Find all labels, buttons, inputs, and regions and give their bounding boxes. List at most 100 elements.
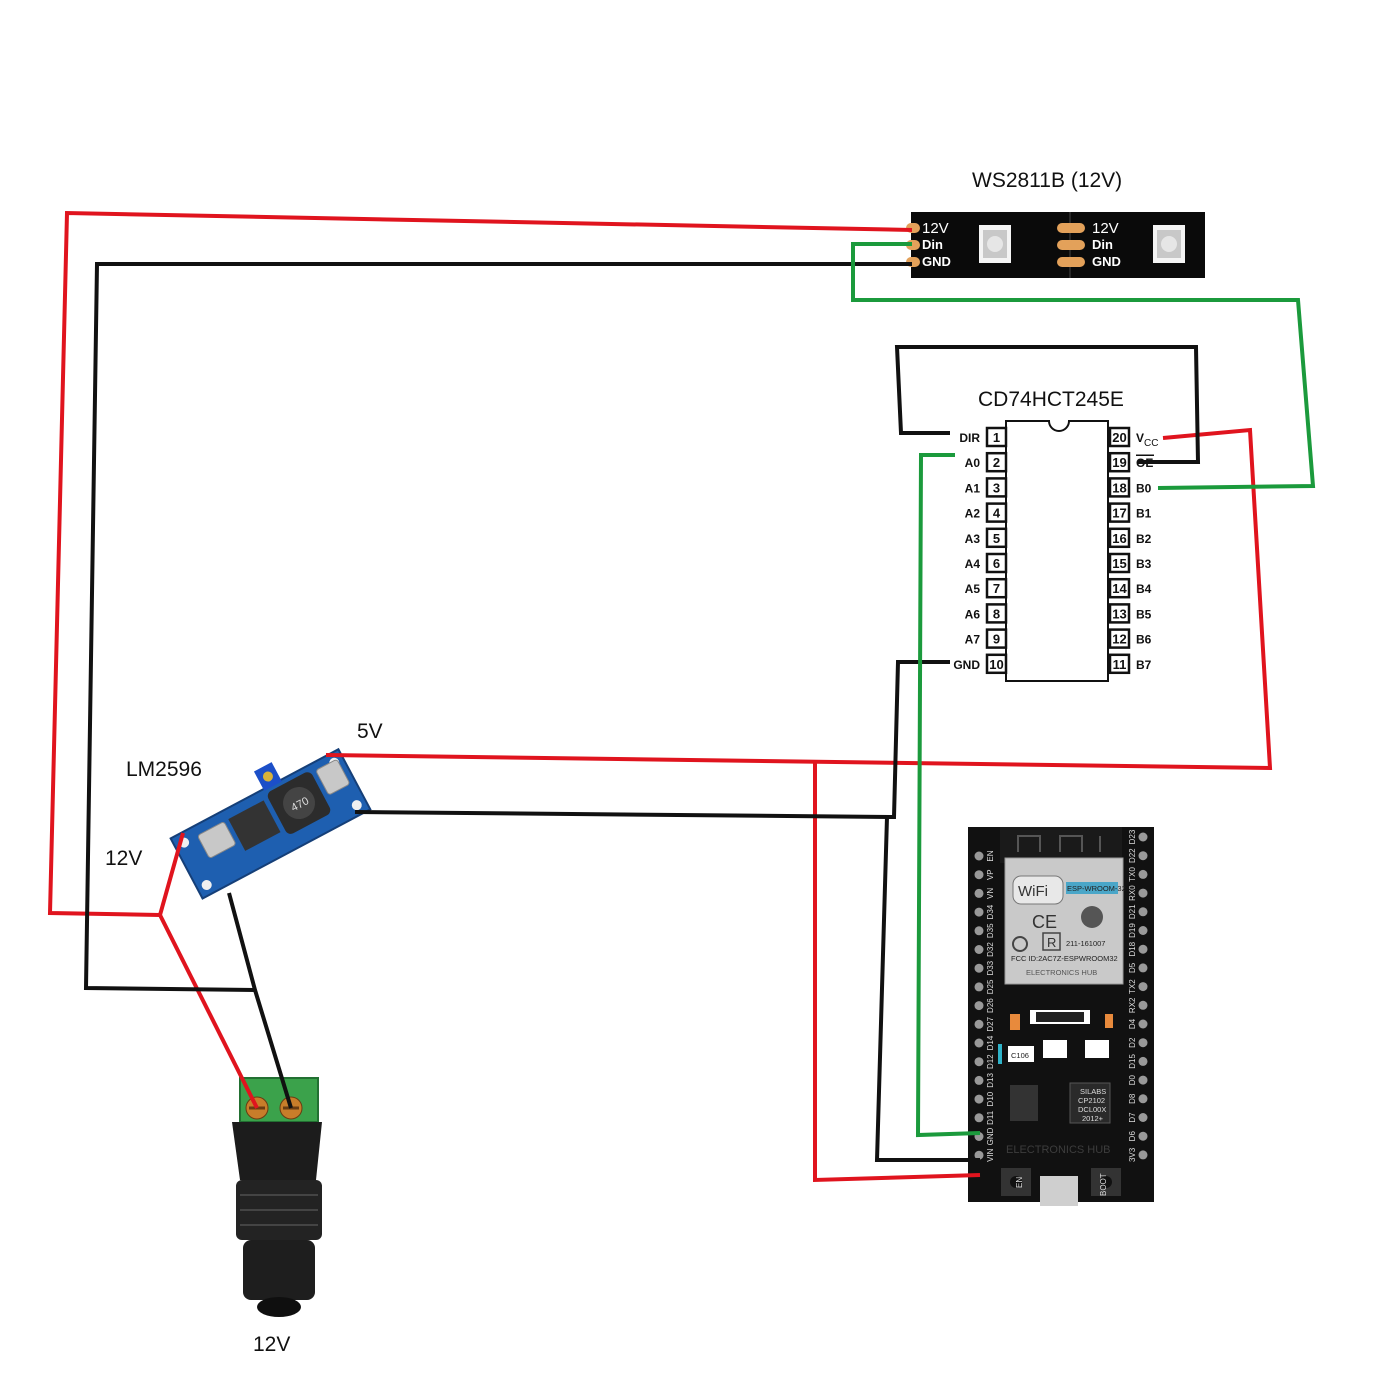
wire-12v-jack — [158, 914, 259, 1109]
ic-pin-name: B6 — [1136, 633, 1152, 647]
esp-pin-hole — [974, 870, 984, 880]
c106-label: C106 — [1011, 1051, 1029, 1060]
esp-pin-label: D13 — [986, 1073, 995, 1088]
ic-pin-box — [985, 603, 1008, 624]
ic-pin-number: 13 — [1112, 606, 1126, 621]
wire-12v-regulator — [158, 832, 185, 916]
chip-cp2102: CP2102 — [1078, 1096, 1105, 1105]
ic-pin-name: A3 — [965, 532, 981, 546]
esp-pin-hole — [974, 1113, 984, 1123]
ic-pin-box — [985, 628, 1008, 649]
esp-pin-label: D4 — [1128, 1018, 1137, 1029]
dc-jack: 12V — [232, 1077, 322, 1356]
wire-signal-a0 — [915, 453, 981, 1138]
esp-pin-label: GND — [986, 1127, 995, 1145]
esp-pin-hole — [1138, 832, 1148, 842]
esp-pin-hole — [1138, 1131, 1148, 1141]
wire-12v-strip — [47, 210, 913, 917]
ic-pin-name: A7 — [965, 633, 981, 647]
ic-title: CD74HCT245E — [978, 388, 1124, 411]
ic-pin-name: A6 — [965, 607, 981, 621]
esp-pin-label: D25 — [986, 979, 995, 994]
esp-pin-hole — [974, 1075, 984, 1085]
module-model: ESP-WROOM-32 — [1067, 884, 1126, 893]
ic-pin-box — [985, 426, 1008, 448]
ic-pin-box — [985, 653, 1008, 675]
esp-pin-hole — [1138, 963, 1148, 973]
ic-pin-name: DIR — [959, 431, 980, 445]
ic-pin-box — [985, 502, 1008, 523]
esp-pin-hole — [1138, 888, 1148, 898]
input-12v-label: 12V — [105, 847, 142, 870]
esp-pin-hole — [1138, 1000, 1148, 1010]
wires — [47, 210, 1316, 1183]
esp-pin-hole — [974, 1150, 984, 1160]
module-cert: 211-161007 — [1066, 939, 1105, 948]
esp-pin-label: D14 — [986, 1035, 995, 1050]
esp-pin-hole — [974, 888, 984, 898]
r-mark: R — [1047, 935, 1056, 950]
ic-pin-name: B4 — [1136, 582, 1152, 596]
boot-button-label: BOOT — [1099, 1173, 1108, 1196]
esp-pin-label: D21 — [1128, 904, 1137, 919]
ic-pin-box — [1108, 527, 1131, 549]
ic-pin-name: B1 — [1136, 507, 1152, 521]
esp-pin-label: 3V3 — [1128, 1147, 1137, 1162]
ic-pin-box — [1108, 603, 1131, 624]
ic-pin-number: 14 — [1112, 581, 1127, 596]
esp-pin-hole — [1138, 1113, 1148, 1122]
ic-pin-number: 19 — [1112, 455, 1126, 470]
strip-pin-12v: 12V — [922, 220, 949, 237]
esp-pin-label: VP — [986, 869, 995, 880]
esp-pin-hole — [974, 945, 984, 954]
ic-pin-number: 4 — [993, 506, 1001, 521]
esp-pin-label: D35 — [986, 923, 995, 938]
esp-pin-label: D0 — [1128, 1074, 1137, 1085]
esp-pin-label: D11 — [986, 1110, 995, 1125]
ic-pin-number: 10 — [989, 657, 1003, 672]
led-strip-title: WS2811B (12V) — [972, 169, 1122, 192]
ic-pin-box — [1108, 653, 1131, 675]
wire-5v-out — [325, 427, 1273, 771]
esp-pin-label: D8 — [1128, 1093, 1137, 1104]
esp-pin-label: D18 — [1128, 941, 1137, 956]
esp-pin-hole — [1138, 1094, 1148, 1104]
esp-pin-hole — [1138, 1075, 1148, 1085]
ic-pin-name: B2 — [1136, 532, 1152, 546]
ic-pin-box — [1108, 552, 1131, 574]
ic-pin-name: B7 — [1136, 658, 1152, 672]
esp-pin-label: D33 — [986, 960, 995, 975]
ic-pin-box — [1108, 426, 1131, 448]
ic-pin-name: B0 — [1136, 481, 1152, 495]
ic-pin-number: 18 — [1112, 480, 1126, 495]
esp-pin-label: D7 — [1128, 1112, 1137, 1123]
ic-pin-number: 11 — [1113, 657, 1127, 672]
esp-pin-label: D15 — [1128, 1054, 1137, 1069]
ic-pin-number: 5 — [993, 531, 1000, 546]
esp-pin-label: EN — [986, 850, 995, 861]
strip-pin-din-2: Din — [1092, 237, 1113, 252]
wire-gnd-strip — [83, 262, 912, 992]
esp-pin-label: D10 — [986, 1091, 995, 1106]
led-strip: WS2811B (12V) 12V Din GND 12V Din GND — [906, 169, 1205, 278]
esp-pin-label: D19 — [1128, 923, 1137, 938]
esp32-left-pins: ENVPVND34D35D32D33D25D26D27D14D12D13D10D… — [974, 850, 995, 1162]
ic-pin-box — [1108, 451, 1131, 473]
strip-pin-12v-2: 12V — [1092, 220, 1119, 237]
ic-pin-box — [985, 527, 1008, 549]
esp-pin-label: D32 — [986, 942, 995, 957]
esp-pin-hole — [1138, 982, 1148, 992]
esp-pin-label: RX2 — [1128, 997, 1137, 1013]
jack-12v-label: 12V — [253, 1333, 290, 1356]
ic-pin-number: 15 — [1112, 556, 1126, 571]
esp-pin-hole — [1138, 1150, 1148, 1160]
module-fcc: FCC ID:2AC7Z-ESPWROOM32 — [1011, 954, 1118, 963]
esp-pin-hole — [974, 907, 984, 917]
esp-pin-hole — [1138, 1056, 1148, 1066]
esp-pin-label: D22 — [1128, 848, 1137, 863]
led-icon — [1153, 225, 1185, 263]
esp-pin-hole — [1138, 1038, 1148, 1048]
ic-pin-name: A2 — [965, 507, 981, 521]
wifi-logo: WiFi — [1018, 883, 1048, 900]
